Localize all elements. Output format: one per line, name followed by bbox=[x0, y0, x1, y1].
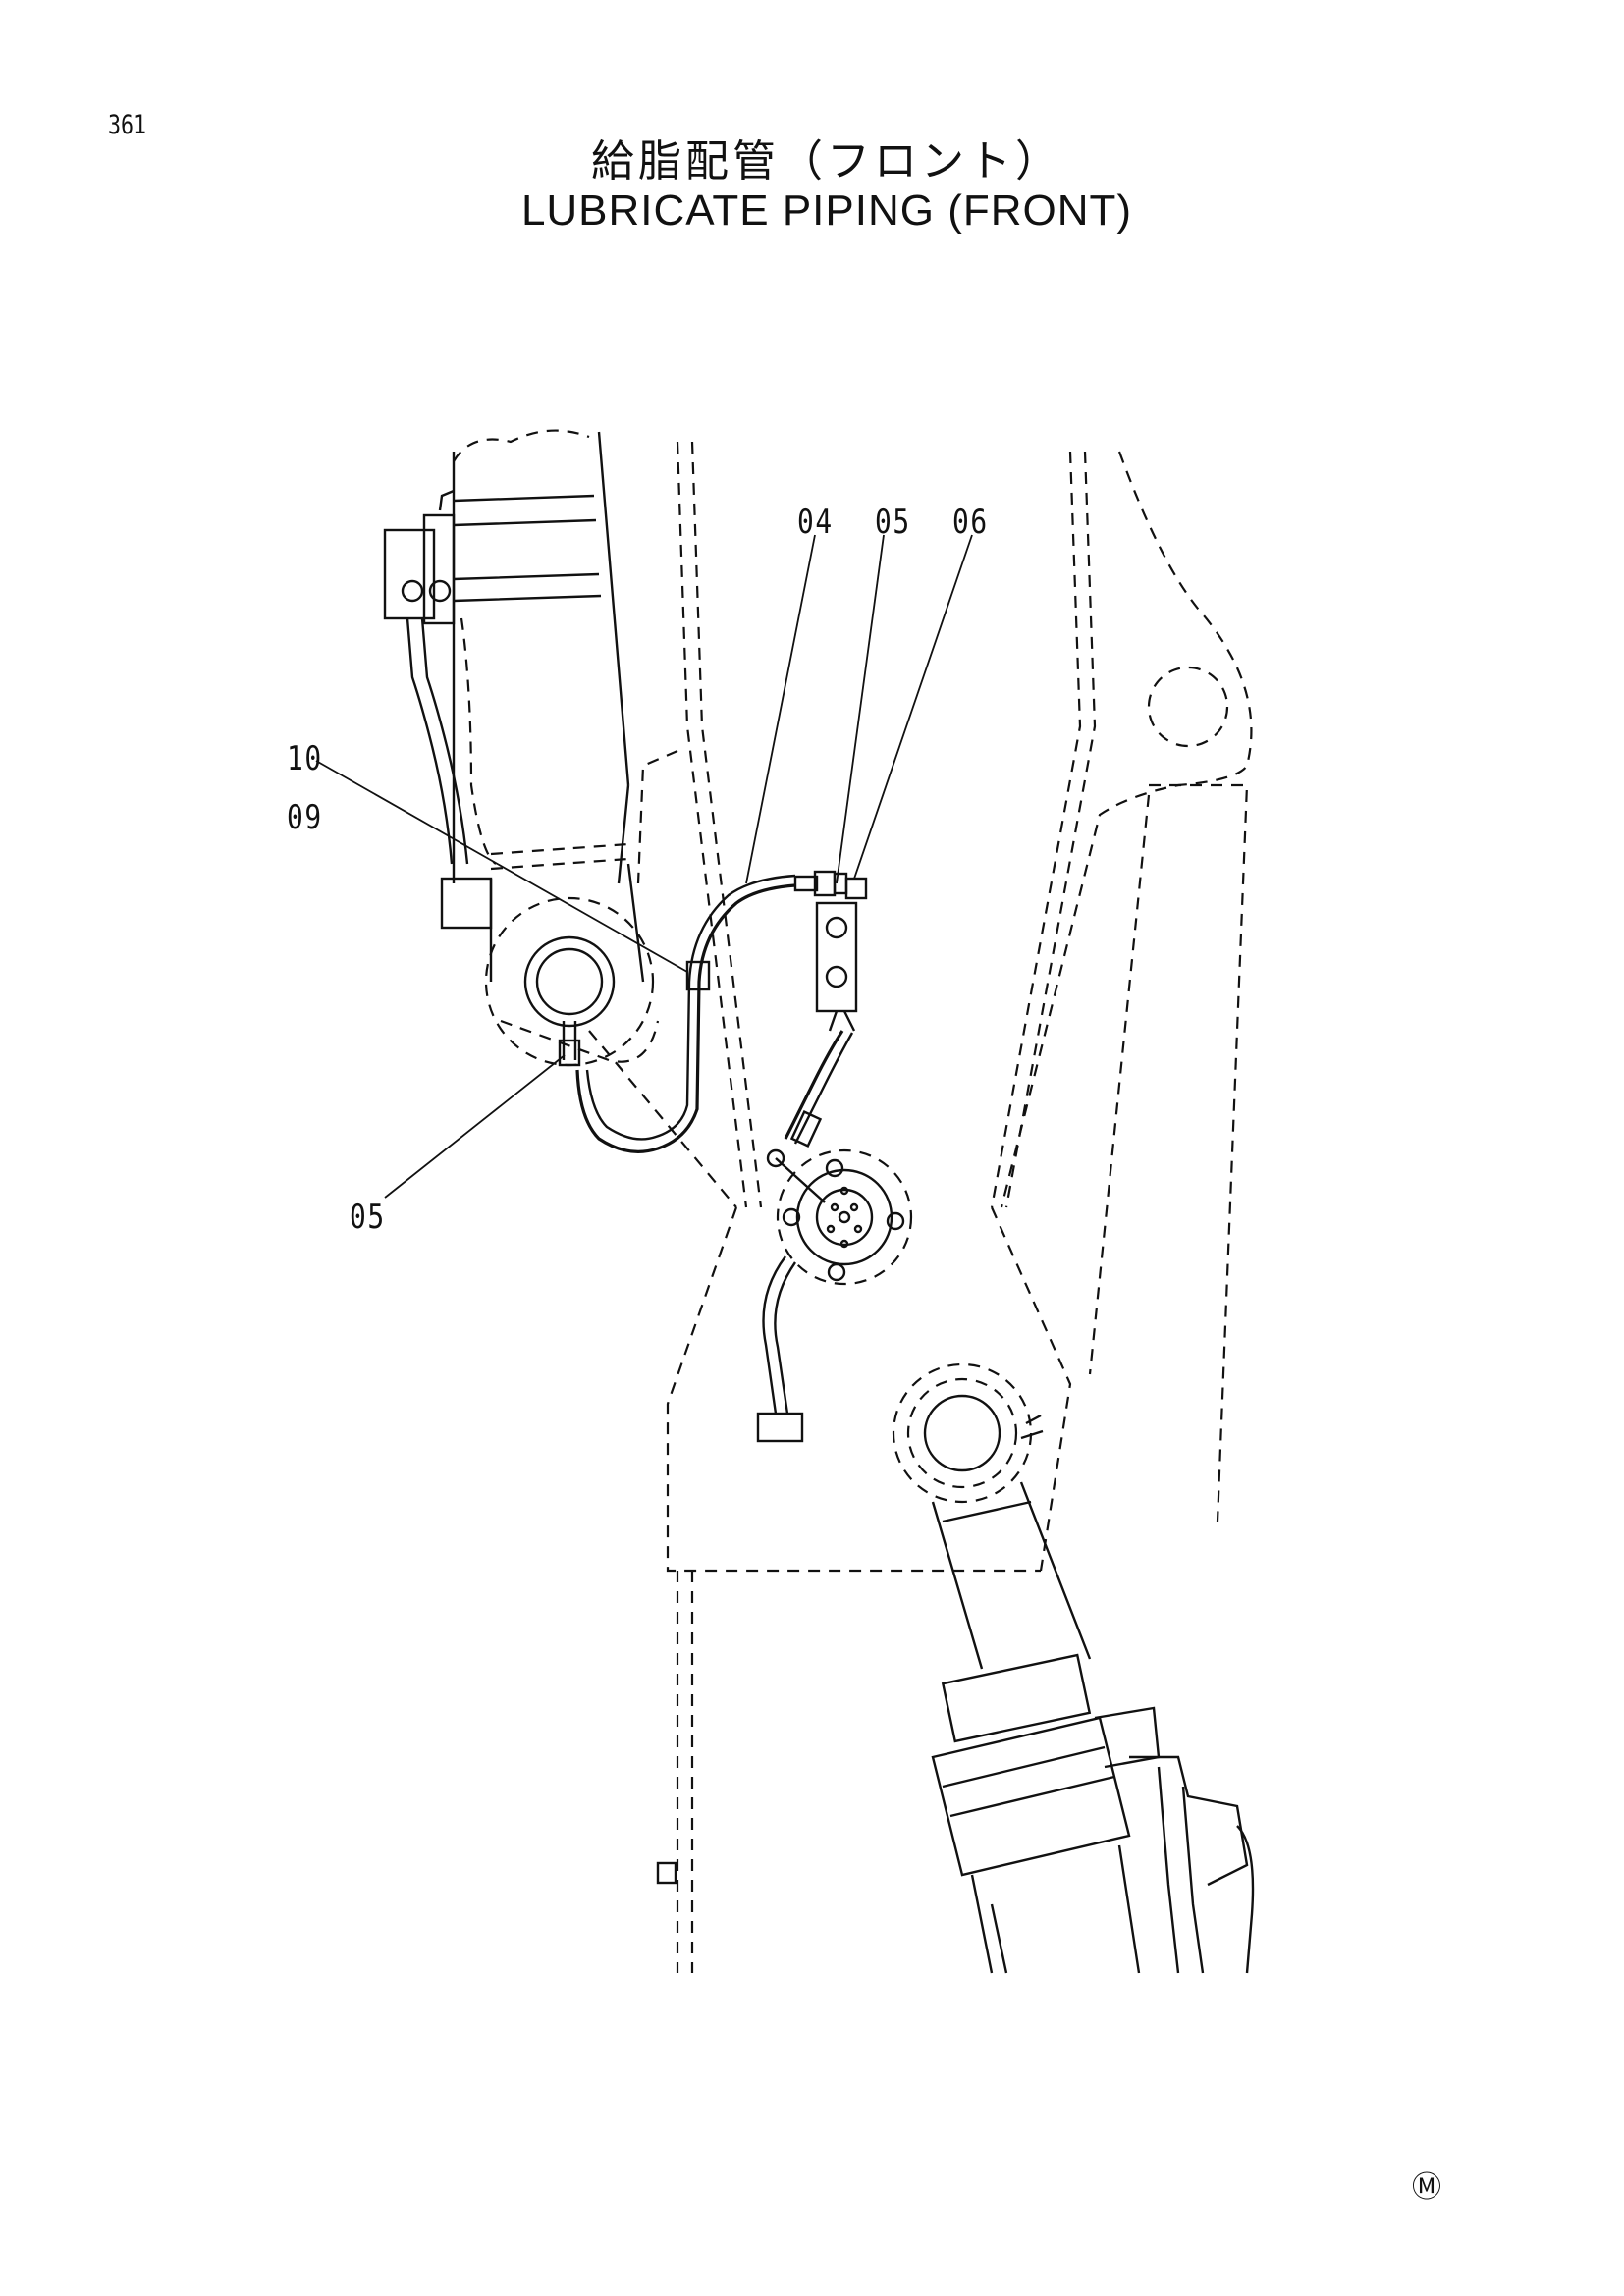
part-label-10: 10 bbox=[287, 739, 323, 778]
part-label-05-upper: 05 bbox=[875, 503, 911, 542]
part-label-06: 06 bbox=[952, 503, 989, 542]
part-label-09: 09 bbox=[287, 798, 323, 837]
boom-outline bbox=[588, 441, 1253, 1973]
grease-hose bbox=[575, 870, 848, 1153]
swivel-joint bbox=[756, 1148, 913, 1443]
lower-cylinder bbox=[656, 1362, 1255, 1974]
title-english: LUBRICATE PIPING (FRONT) bbox=[520, 187, 1133, 235]
leader-lines bbox=[315, 534, 973, 1199]
title-japanese: 給脂配管（フロント） bbox=[591, 136, 1062, 187]
grease-block bbox=[784, 877, 868, 1148]
page-number: 361 bbox=[108, 110, 147, 140]
part-label-05-lower: 05 bbox=[350, 1198, 386, 1237]
upper-cylinder bbox=[383, 429, 660, 1067]
manufacturer-mark: Ⓜ bbox=[1412, 2170, 1441, 2205]
